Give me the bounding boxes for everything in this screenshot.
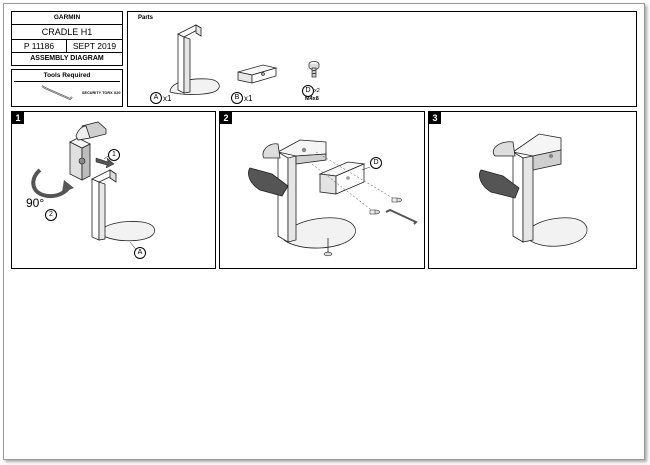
step-3-panel: 3	[428, 111, 637, 269]
assembly-sheet: GARMIN CRADLE H1 P 11186 SEPT 2019 ASSEM…	[3, 3, 645, 460]
parts-panel: Parts	[127, 11, 637, 107]
title-block: GARMIN CRADLE H1 P 11186 SEPT 2019 ASSEM…	[11, 11, 123, 66]
step-3-number: 3	[429, 112, 441, 124]
step-1-illustration	[31, 121, 156, 253]
callout-part-d: D	[302, 85, 314, 97]
callout-part-a: A	[150, 92, 162, 104]
tools-panel: Tools Required SECURITY TORX X20	[11, 69, 123, 107]
step-1-callout-1: 1	[108, 149, 120, 161]
step-2-number: 2	[220, 112, 232, 124]
parts-heading: Parts	[138, 15, 154, 21]
cradle-part-illustration	[169, 24, 220, 95]
tool-name: SECURITY TORX X20	[82, 91, 121, 95]
rotation-angle: 90°	[26, 196, 45, 210]
step-1-callout-a: A	[134, 247, 146, 259]
tools-divider	[14, 81, 120, 82]
revision-date: SEPT 2019	[72, 41, 117, 51]
step-2-callout-d: D	[370, 157, 382, 169]
step-1-callout-2: 2	[45, 209, 57, 221]
step-2-panel: 2	[219, 111, 425, 269]
parts-illustrations	[169, 24, 320, 95]
document-title: ASSEMBLY DIAGRAM	[30, 55, 104, 62]
brand-name: GARMIN	[12, 12, 122, 25]
step-1-number: 1	[12, 112, 24, 124]
callout-part-b: B	[231, 92, 243, 104]
product-name: CRADLE H1	[41, 27, 93, 37]
quantity-part-d: x2	[314, 88, 320, 94]
tools-heading: Tools Required	[43, 72, 91, 79]
hex-key-icon	[41, 85, 73, 100]
step-3-illustration	[479, 133, 588, 247]
quantity-part-a: x1	[163, 94, 172, 103]
step-2-illustration	[248, 139, 418, 257]
bracket-part-illustration	[237, 64, 278, 84]
quantity-part-b: x1	[244, 94, 253, 103]
part-date-row: P 11186 SEPT 2019	[12, 39, 122, 53]
part-number: P 11186	[12, 40, 67, 52]
screw-part-illustration	[308, 61, 320, 78]
step-1-panel: 1 90° 1 2 A	[11, 111, 216, 269]
screw-size-note: M4x8	[305, 96, 319, 102]
